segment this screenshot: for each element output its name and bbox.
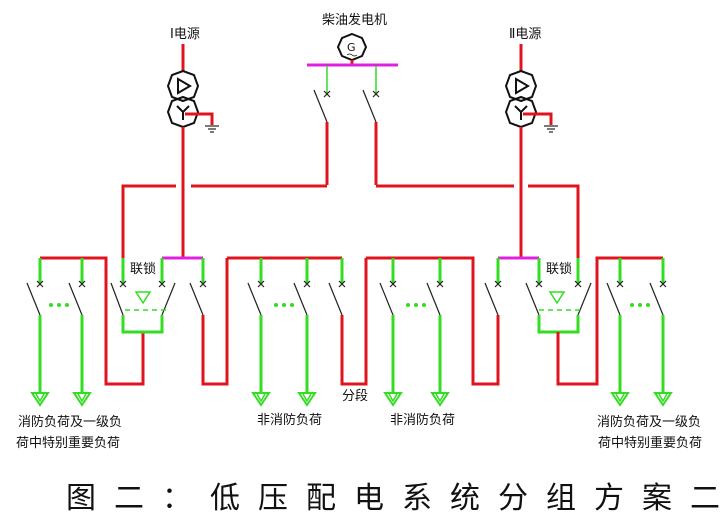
right-gen-feeder-b [528,184,580,258]
interlock-icon [134,291,152,305]
right-interlock: 联锁 [484,256,663,386]
interlock-label-right: 联锁 [546,261,572,277]
right-load-label-line1: 消防负荷及一级负 [597,414,701,430]
load-arrow-icon [298,392,316,406]
left-load-label-line2: 荷中特别重要负荷 [16,435,120,451]
bus-tie-label: 分段 [342,389,368,404]
load-arrow-icon [31,392,49,406]
figure-caption: 图二：低压配电系统分组方案二 [66,481,720,516]
load-arrow-icon [431,392,449,406]
source-1-label: Ⅰ电源 [170,27,200,42]
diesel-generator: 柴油发电机 G [307,12,398,185]
middle-left-section: 分段 [227,256,368,406]
generator-symbol: G [347,41,356,54]
right-fire-bus [556,256,663,386]
left-fire-bus [40,256,145,386]
left-load-label-line1: 消防负荷及一级负 [18,414,122,430]
left-gen-feeder-a [121,184,176,258]
generator-icon: G [336,32,368,62]
source-2: Ⅱ电源 [504,27,558,133]
load-arrow-icon [611,392,629,406]
load-arrow-icon [252,392,270,406]
source-2-label: Ⅱ电源 [509,27,541,42]
source-1: Ⅰ电源 [166,27,219,133]
more-feeders-icon [406,303,426,307]
transformer-2-icon [504,69,538,129]
feeder-network [121,127,580,258]
neutral-2 [523,112,553,125]
middle-right-load-label: 非消防负荷 [390,412,455,428]
more-feeders-icon [274,303,294,307]
transformer-1-icon [166,69,200,129]
interlock-icon [548,291,566,305]
ground-1-icon [205,125,219,133]
load-arrow-icon [654,392,672,406]
more-feeders-icon [630,303,650,307]
right-load-label-line2: 荷中特别重要负荷 [598,435,702,451]
gen-switch-left [313,89,328,123]
right-fire-section [606,258,672,406]
more-feeders-icon [49,303,69,307]
ground-2-icon [544,125,558,133]
interlock-label-left: 联锁 [130,261,156,277]
gen-switch-right [362,89,377,123]
bus-tie [340,258,368,386]
middle-right-section [366,256,500,406]
left-interlock: 联锁 [110,256,229,386]
left-fire-section [26,256,145,406]
left-tie-bus [201,258,229,386]
middle-left-load-label: 非消防负荷 [257,412,322,428]
generator-label: 柴油发电机 [322,12,387,28]
load-arrow-icon [384,392,402,406]
load-arrow-icon [73,392,91,406]
neutral-1 [185,112,214,125]
